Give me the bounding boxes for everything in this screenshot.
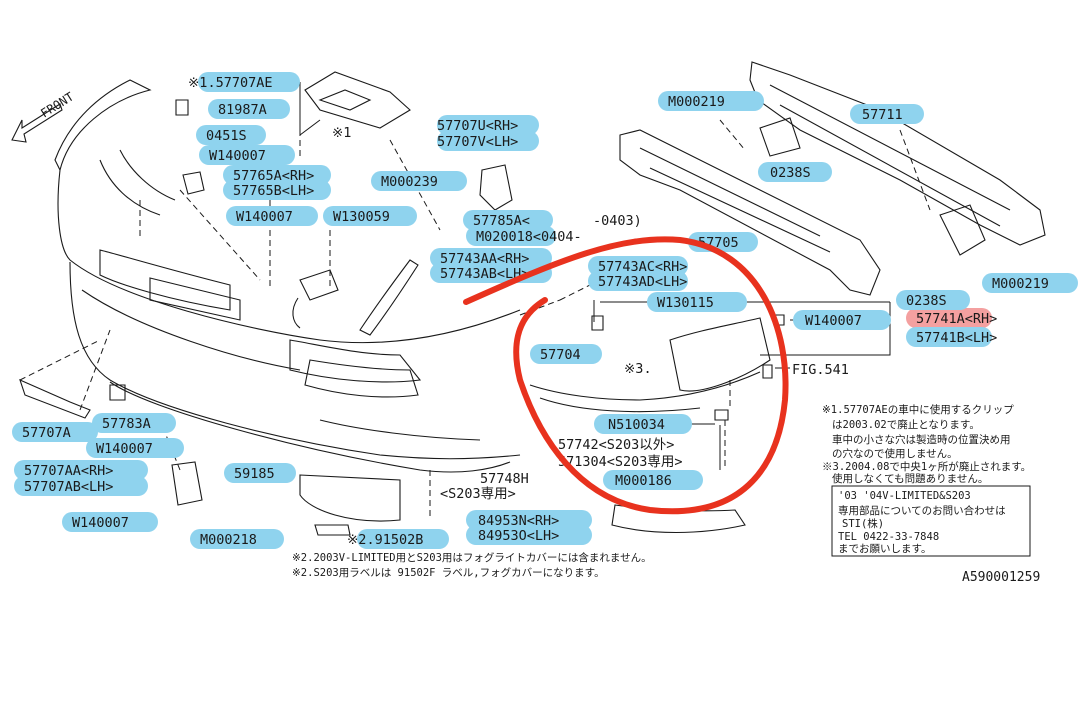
callout-57707v: 57707V<LH> [437,134,518,150]
callout-84953o: 84953O<LH> [478,528,559,544]
callout-w140007-a: W140007 [209,148,266,164]
bottom-notes: ※2.2003V-LIMITED用とS203用はフォグライトカバーには含まれませ… [292,551,652,579]
note-line-6: 使用しなくても問題ありません。 [832,472,988,485]
label-range-0403: -0403) [593,213,642,229]
box-line-3: TEL 0422-33-7848 [838,531,939,543]
callout-w130059: W130059 [333,209,390,225]
leader-lines [19,82,931,520]
callout-m020018: M020018<0404- [476,229,582,245]
note-line-1: ※1.57707AEの車中に使用するクリップ [822,403,1014,416]
callout-m000186: M000186 [615,473,672,489]
box-title: '03 '04V-LIMITED&S203 [838,490,971,502]
note-line-4: の穴なので使用しません。 [832,447,958,460]
box-line-4: までお願いします。 [838,543,931,555]
note-line-3: 車中の小さな穴は製造時の位置決め用 [832,433,1011,446]
marker-1: ※1 [332,125,351,141]
label-57748h: 57748H [480,471,529,487]
callout-w140007-b: W140007 [236,209,293,225]
callout-91502b: ※2.91502B [347,532,423,548]
box-line-1: 専用部品についてのお問い合わせは [838,504,1006,517]
callout-81987a: 81987A [218,102,267,118]
callout-0451s: 0451S [206,128,247,144]
fig-reference: FIG.541 [792,362,849,378]
bumper-face-drawing [54,79,521,536]
note-line-5: ※3.2004.08で中央1ヶ所が廃止されます。 [822,460,1031,473]
callout-labels: ※1.57707AE 81987A 0451S W140007 57765A<R… [12,72,1078,549]
callout-57707ae: ※1.57707AE [188,75,272,91]
callout-m000219-b: M000219 [992,276,1049,292]
callout-w130115: W130115 [657,295,714,311]
box-line-2: STI(株) [842,517,884,530]
callout-m000218: M000218 [200,532,257,548]
marker-3: ※3. [624,361,652,377]
callout-57785a: 57785A< [473,213,530,229]
callout-n510034: N510034 [608,417,665,433]
callout-57741a: 57741A<RH> [916,311,997,327]
front-label: FRONT [38,90,76,121]
callout-m000239: M000239 [381,174,438,190]
plain-labels: ※1 ※3. FIG.541 57742<S203以外> 571304<S203… [332,125,849,502]
callout-57741b: 57741B<LH> [916,330,997,346]
callout-w140007-c: W140007 [805,313,862,329]
label-571304: 571304<S203専用> [558,454,683,470]
callout-57711: 57711 [862,107,903,123]
callout-57707a: 57707A [22,425,71,441]
bottom-note-2: ※2.S203用ラベルは 91502F ラベル,フォグカバーになります。 [292,566,605,579]
callout-57707aa: 57707AA<RH> [24,463,113,479]
label-57742: 57742<S203以外> [558,437,674,453]
callout-57704: 57704 [540,347,581,363]
label-57748h-sub: <S203専用> [440,486,516,502]
small-parts-left [19,71,513,506]
callout-m000219-a: M000219 [668,94,725,110]
callout-w140007-d: W140007 [96,441,153,457]
callout-57707ab: 57707AB<LH> [24,479,113,495]
callout-57765b: 57765B<LH> [233,183,314,199]
callout-57743ab: 57743AB<LH> [440,266,529,282]
sti-contact-box: '03 '04V-LIMITED&S203 専用部品についてのお問い合わせは S… [831,485,1031,557]
front-arrow-icon [11,103,63,143]
callout-0238s-a: 0238S [770,165,811,181]
callout-59185: 59185 [234,466,275,482]
bottom-note-1: ※2.2003V-LIMITED用とS203用はフォグライトカバーには含まれませ… [292,551,652,564]
side-notes: ※1.57707AEの車中に使用するクリップ は2003.02で廃止となります。… [822,403,1031,485]
callout-57743ad: 57743AD<LH> [598,274,687,290]
callout-57783a: 57783A [102,416,151,432]
note-line-2: は2003.02で廃止となります。 [832,418,980,431]
diagram-id: A590001259 [962,570,1040,585]
callout-0238s-b: 0238S [906,293,947,309]
annotation-circle [463,236,789,515]
callout-57707u: 57707U<RH> [437,118,518,134]
callout-w140007-e: W140007 [72,515,129,531]
